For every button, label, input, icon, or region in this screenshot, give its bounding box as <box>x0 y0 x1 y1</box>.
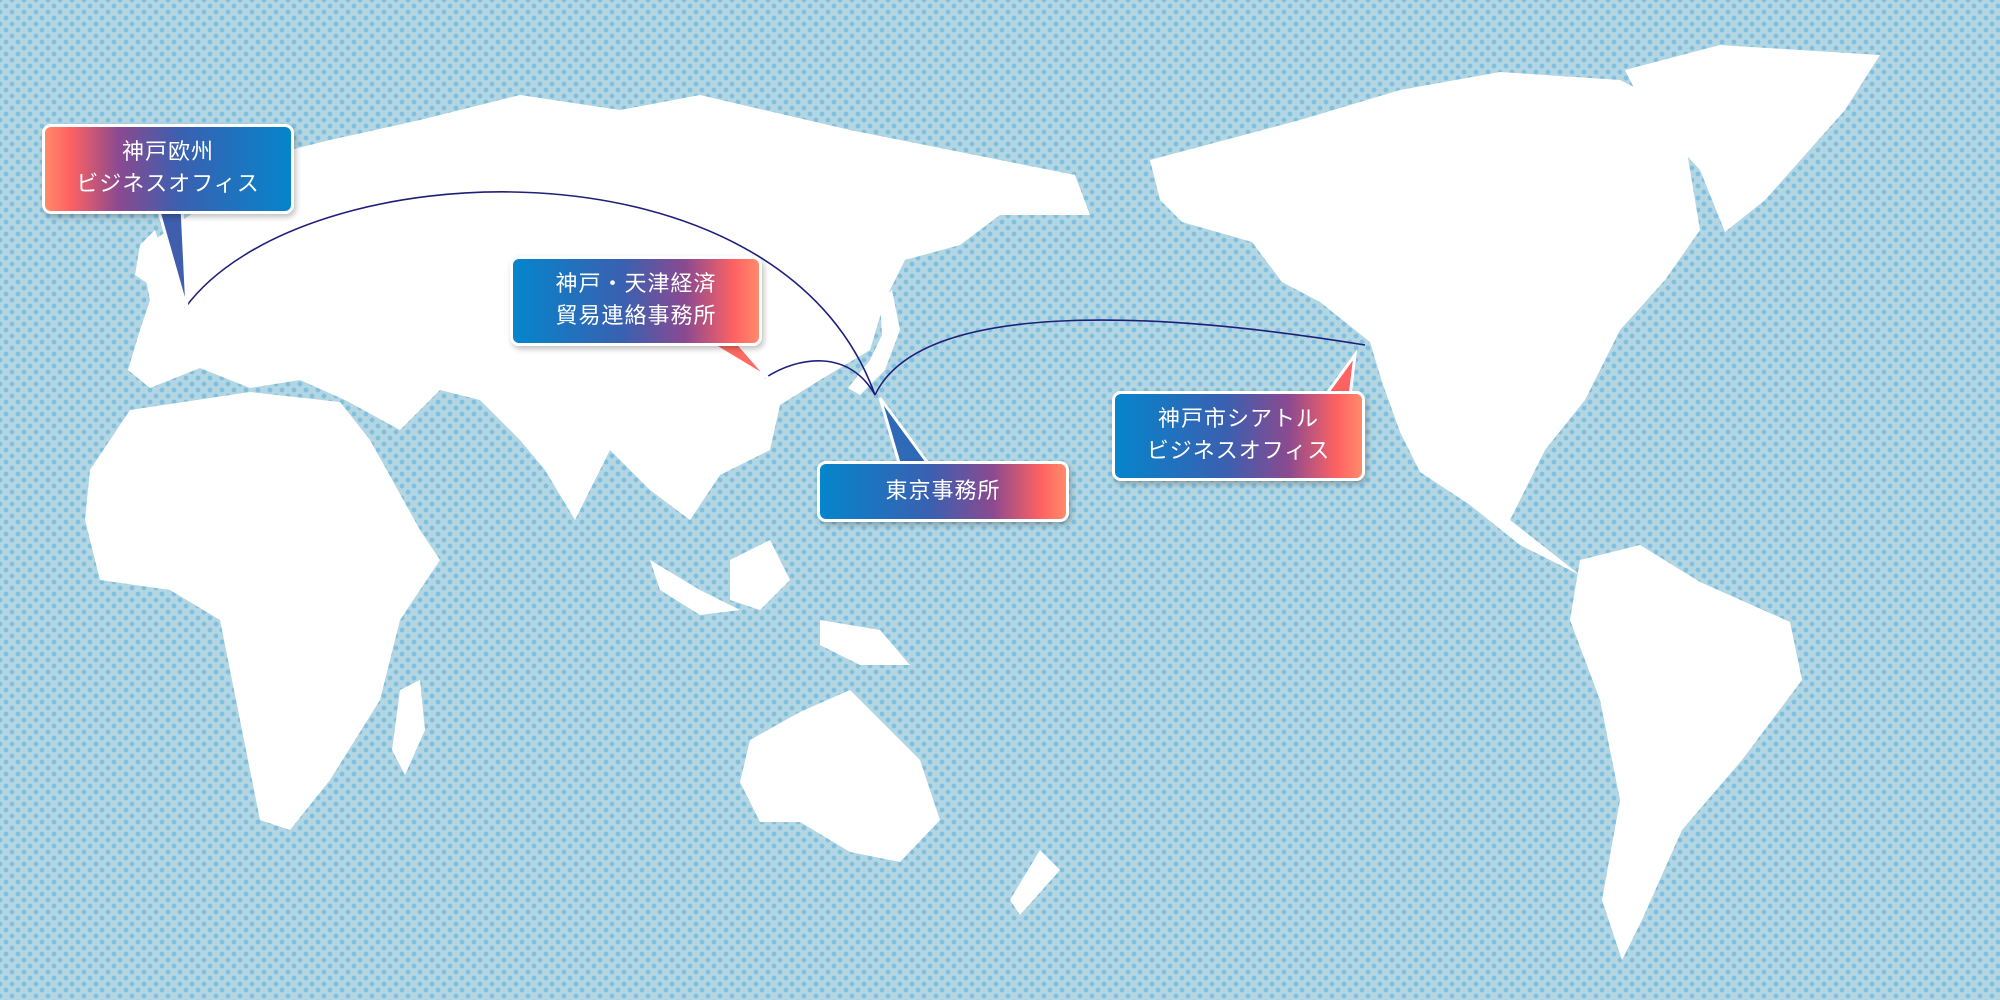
indonesia <box>650 560 740 615</box>
routes <box>184 191 1366 396</box>
north-america <box>1150 72 1700 575</box>
new-guinea <box>820 620 910 665</box>
route-seattle <box>874 319 1366 396</box>
route-europe <box>184 191 876 396</box>
africa <box>85 392 440 830</box>
office-label-line: 神戸・天津経済 <box>555 272 717 297</box>
britain <box>135 230 165 285</box>
madagascar <box>392 680 425 775</box>
office-label-tianjin[interactable]: 神戸・天津経済 貿易連絡事務所 <box>510 256 762 346</box>
tail-seattle <box>1322 349 1358 398</box>
south-america <box>1570 545 1802 960</box>
office-label-line: 神戸市シアトル <box>1157 407 1319 432</box>
tail-tokyo <box>878 397 933 468</box>
office-label-seattle[interactable]: 神戸市シアトル ビジネスオフィス <box>1112 391 1365 481</box>
japan <box>848 290 900 395</box>
route-tianjin <box>764 360 876 396</box>
office-label-line: 貿易連絡事務所 <box>555 304 717 329</box>
borneo <box>730 540 790 610</box>
office-label-line: 東京事務所 <box>885 478 1001 504</box>
new-zealand <box>1010 850 1060 915</box>
australia <box>740 690 940 862</box>
continents <box>85 45 1880 960</box>
office-label-europe[interactable]: 神戸欧州 ビジネスオフィス <box>42 124 294 214</box>
office-label-line: 神戸欧州 <box>121 140 214 165</box>
office-label-line: ビジネスオフィス <box>76 172 260 197</box>
office-label-tokyo[interactable]: 東京事務所 <box>817 461 1069 522</box>
greenland <box>1625 45 1880 232</box>
office-label-line: ビジネスオフィス <box>1146 439 1331 464</box>
